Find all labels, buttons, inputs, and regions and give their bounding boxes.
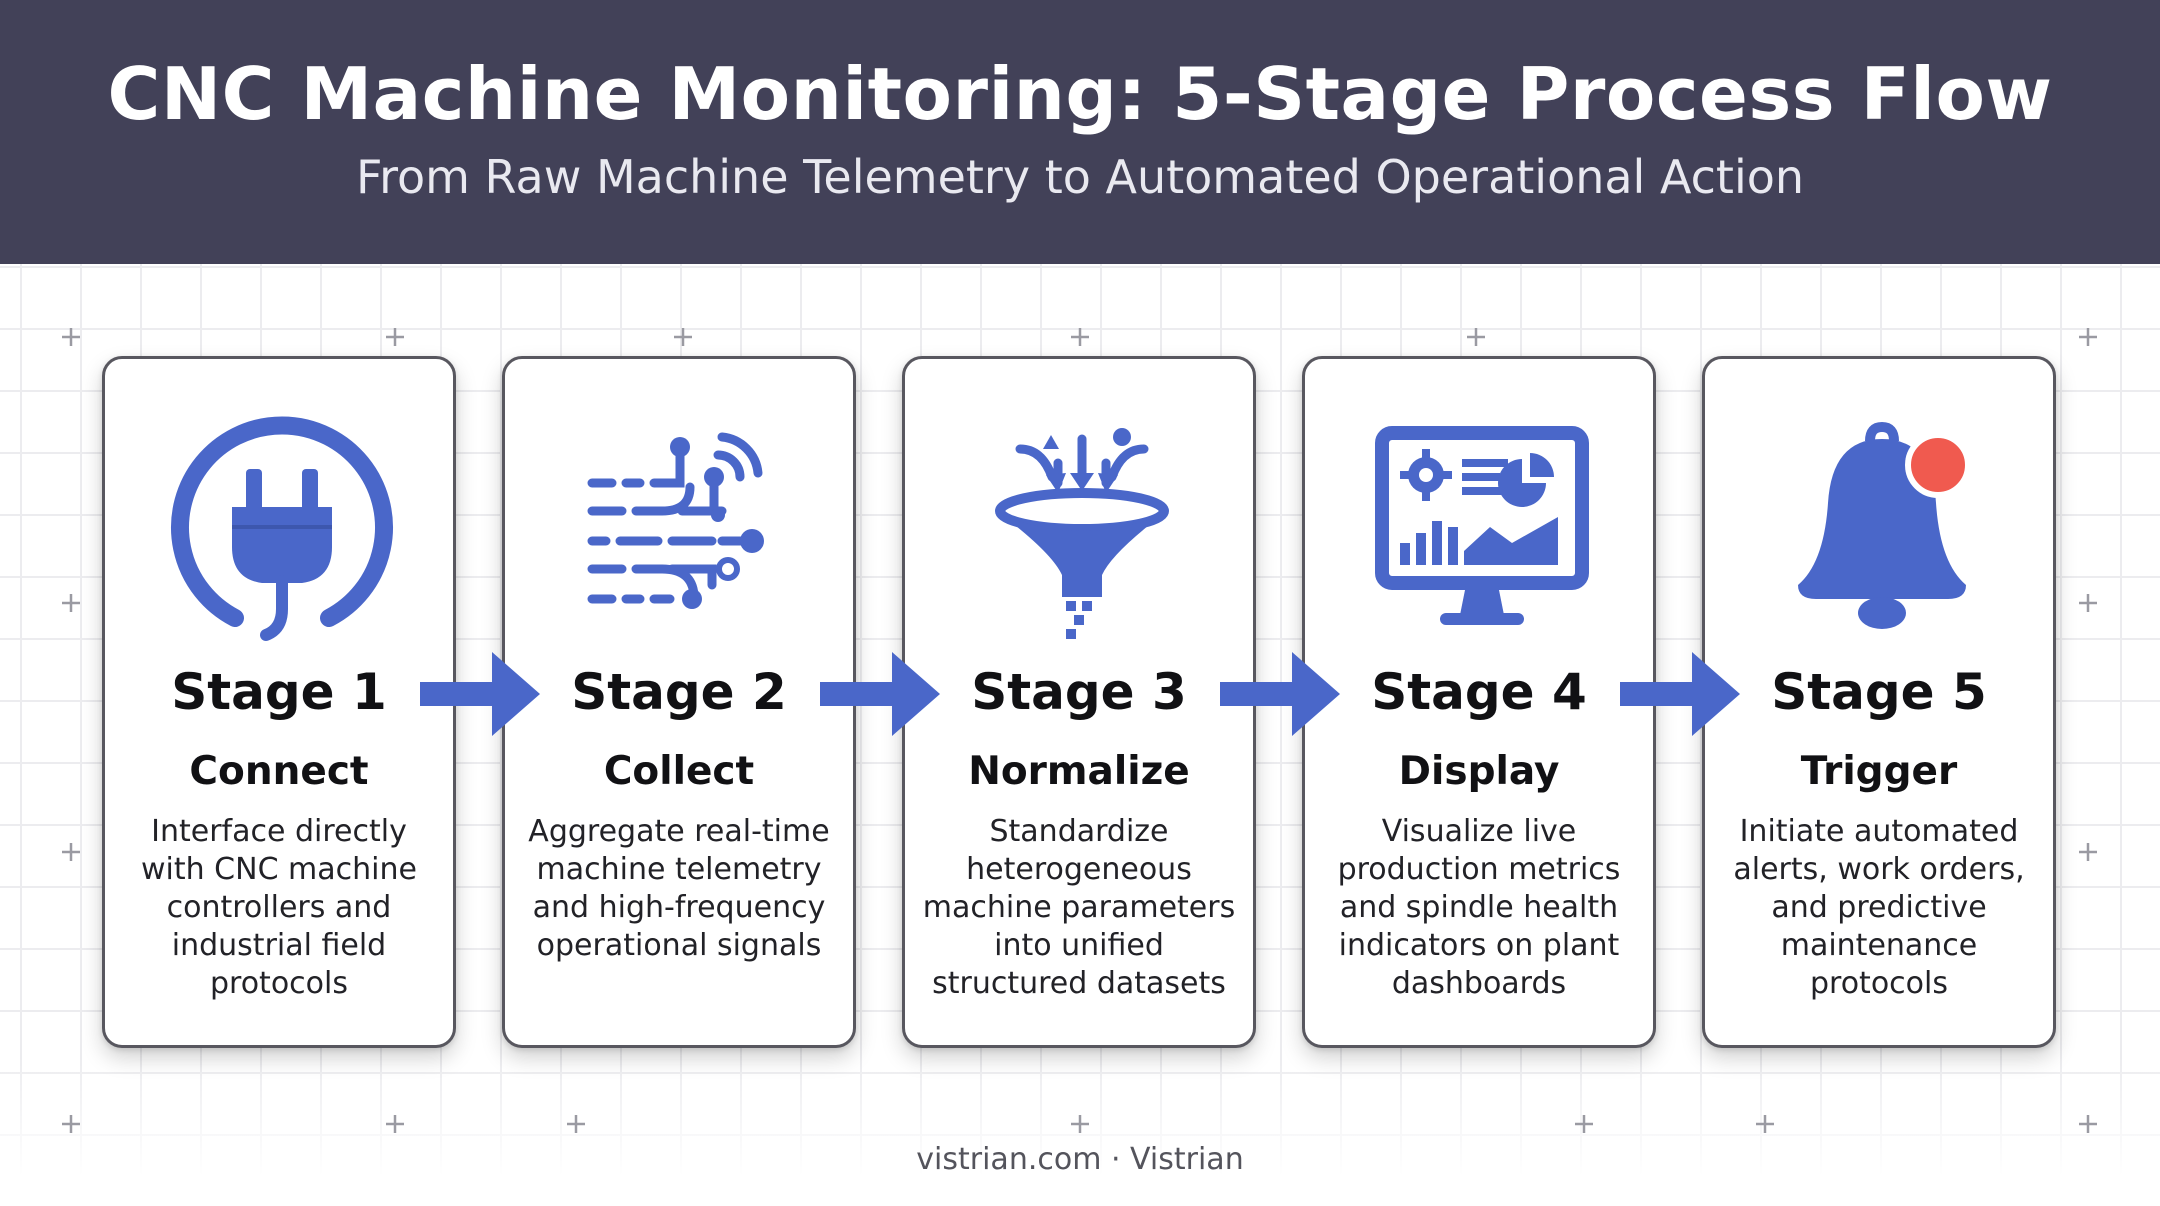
plug-icon [171,416,393,641]
stage-label: Stage 2 [571,663,787,721]
stage-description: Initiate automated alerts, work orders, … [1733,814,2025,1001]
stage-card-1: Stage 1 Connect Interface directly with … [102,356,456,1048]
stage-description: Aggregate real-time machine telemetry an… [528,814,830,963]
stage-card-4: Stage 4 Display Visualize live productio… [1302,356,1656,1048]
stage-description: Interface directly with CNC machine cont… [141,814,417,1001]
bell-alert-icon [1798,421,1971,629]
stage-name: Display [1398,749,1560,794]
arrow-right-icon [1220,652,1340,736]
stage-name: Trigger [1800,749,1958,794]
stage-card-3: Stage 3 Normalize Standardize heterogene… [902,356,1256,1048]
stage-name: Connect [189,749,369,794]
stage-card-2: Stage 2 Collect Aggregate real-time mach… [502,356,856,1048]
arrow-right-icon [820,652,940,736]
stage-card-5: Stage 5 Trigger Initiate automated alert… [1702,356,2056,1048]
stage-description: Standardize heterogeneous machine parame… [922,814,1236,1001]
stage-label: Stage 4 [1371,663,1587,721]
footer-credit: vistrian.com · Vistrian [916,1142,1244,1177]
stage-name: Collect [603,749,755,794]
arrow-right-icon [420,652,540,736]
stage-label: Stage 3 [971,663,1187,721]
funnel-icon [995,428,1169,639]
header-banner: CNC Machine Monitoring: 5-Stage Process … [0,0,2160,264]
page-title: CNC Machine Monitoring: 5-Stage Process … [107,52,2053,136]
stage-name: Normalize [968,749,1190,794]
page-subtitle: From Raw Machine Telemetry to Automated … [355,150,1805,204]
data-streams-icon [587,432,764,609]
stage-label: Stage 1 [171,663,387,721]
stage-description: Visualize live production metrics and sp… [1337,814,1621,1001]
stage-label: Stage 5 [1771,663,1987,721]
dashboard-monitor-icon [1375,426,1589,625]
arrow-right-icon [1620,652,1740,736]
